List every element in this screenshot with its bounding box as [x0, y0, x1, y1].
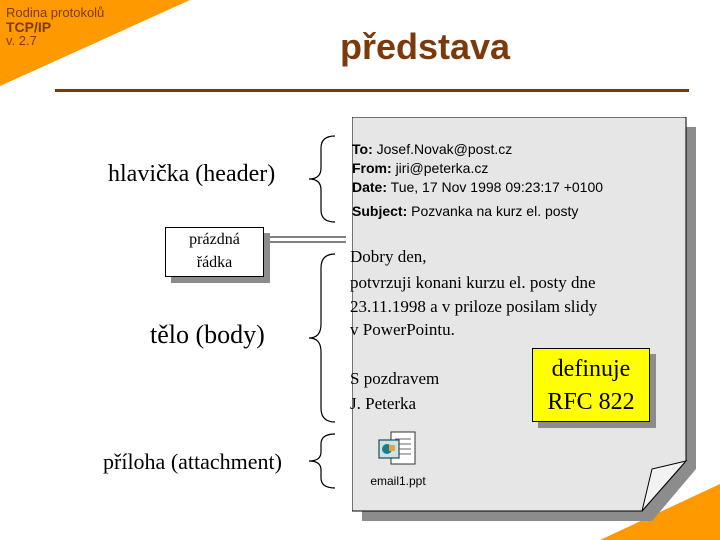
body-line: J. Peterka	[350, 394, 417, 413]
body-brace	[308, 253, 336, 423]
powerpoint-file-icon[interactable]	[377, 430, 417, 468]
date-label: Date:	[352, 179, 388, 195]
corner-decoration-top-left	[0, 0, 190, 86]
blank-line-text-2: řádka	[196, 254, 233, 271]
corner-decoration-bottom-right	[600, 484, 720, 540]
blank-line-connector	[270, 236, 346, 243]
from-label: From:	[352, 160, 392, 176]
protocol-name: TCP/IP	[6, 19, 52, 35]
to-value: Josef.Novak@post.cz	[376, 141, 513, 157]
blank-line-label: prázdná řádka	[165, 227, 264, 277]
header-from: From: jiri@peterka.cz	[352, 160, 488, 176]
rfc-note-line-1: definuje	[551, 356, 631, 382]
header-to: To: Josef.Novak@post.cz	[352, 141, 512, 157]
body-line: 23.11.1998 a v priloze posilam slidy	[350, 297, 598, 316]
rfc-note-line-2: RFC 822	[547, 389, 635, 415]
title-divider	[55, 89, 689, 92]
slide-title: představa	[339, 26, 511, 67]
attachment-label: příloha (attachment)	[103, 449, 282, 474]
body-line: v PowerPointu.	[350, 320, 455, 339]
rfc-note: definuje RFC 822	[532, 348, 650, 422]
header-brace	[308, 135, 336, 223]
date-value: Tue, 17 Nov 1998 09:23:17 +0100	[390, 179, 604, 195]
subject-label: Subject:	[352, 203, 408, 219]
version-label: v. 2.7	[6, 33, 37, 48]
attachment-brace	[308, 433, 336, 489]
attachment-filename[interactable]: email1.ppt	[370, 474, 426, 488]
blank-line-text-1: prázdná	[189, 231, 240, 248]
body-label: tělo (body)	[150, 320, 265, 349]
header-subject: Subject: Pozvanka na kurz el. posty	[352, 203, 578, 219]
header-label: hlavička (header)	[108, 161, 276, 187]
body-line: potvrzuji konani kurzu el. posty dne	[350, 273, 596, 292]
to-label: To:	[352, 141, 373, 157]
body-line: S pozdravem	[350, 369, 440, 388]
body-line: Dobry den,	[350, 247, 427, 266]
subject-value: Pozvanka na kurz el. posty	[411, 203, 579, 219]
from-value: jiri@peterka.cz	[395, 160, 489, 176]
header-date: Date: Tue, 17 Nov 1998 09:23:17 +0100	[352, 179, 603, 195]
course-name: Rodina protokolů	[6, 5, 105, 20]
